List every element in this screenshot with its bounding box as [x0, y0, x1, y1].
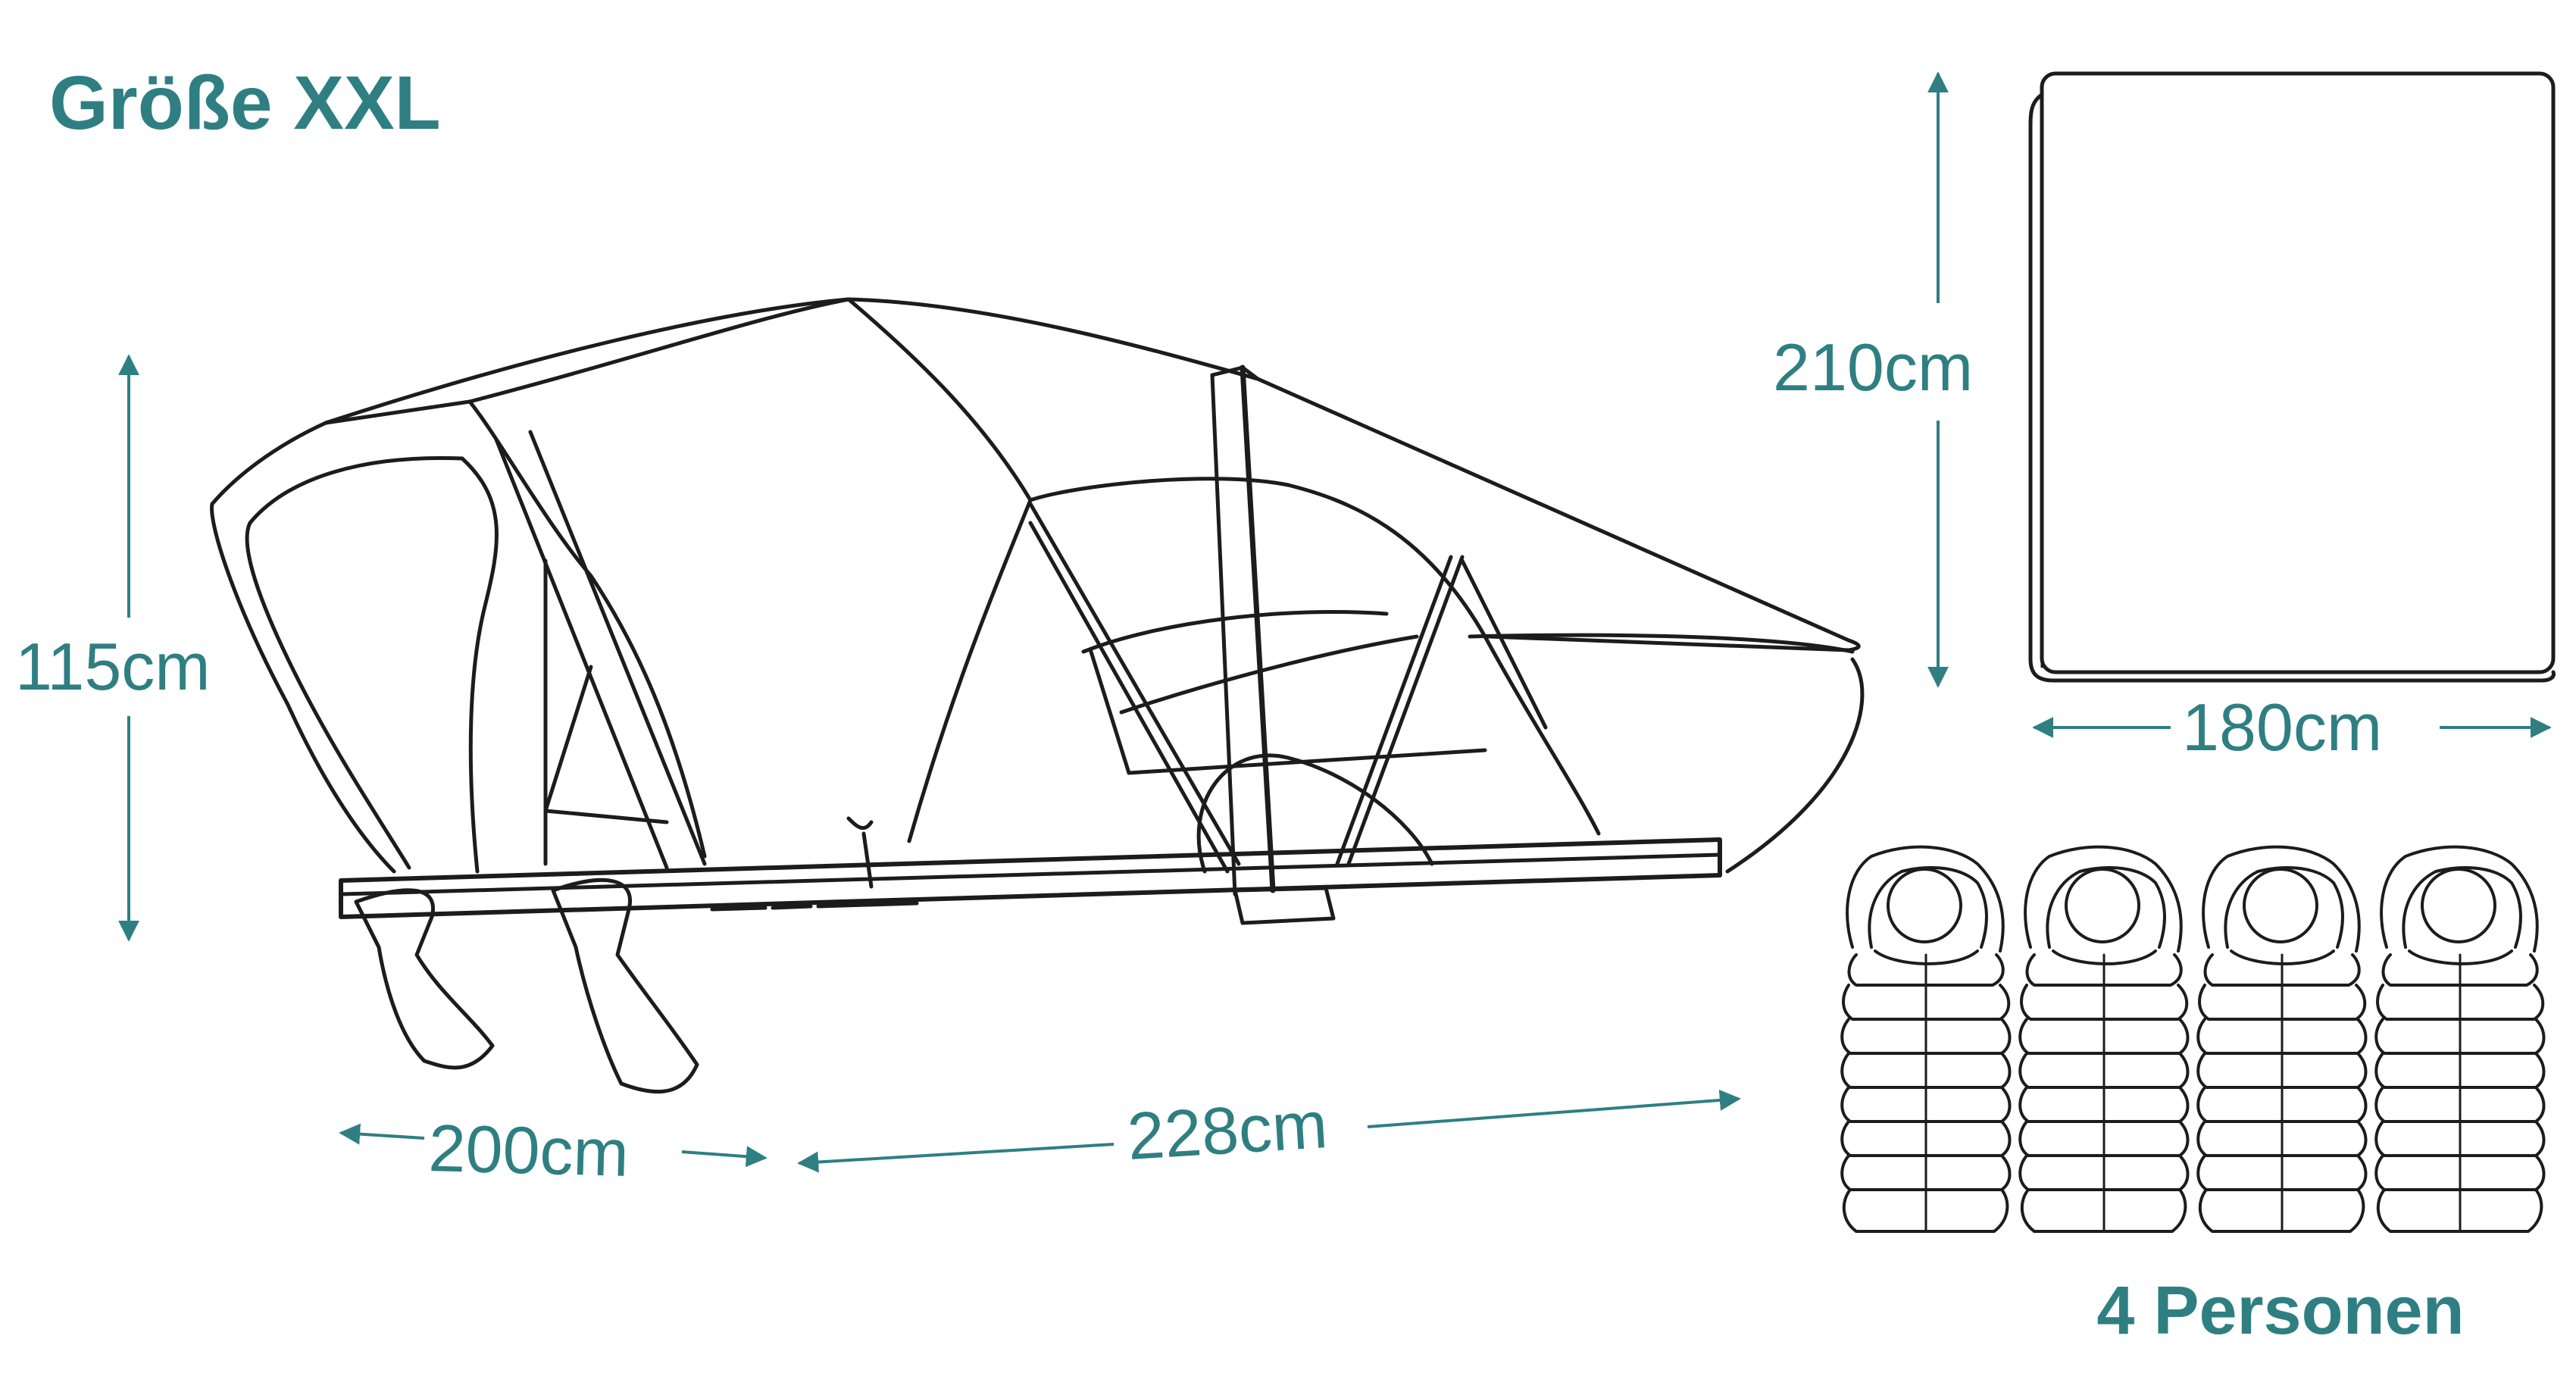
tent-height-label: 115cm: [15, 629, 211, 704]
mattress-length-label: 210cm: [1773, 330, 1973, 405]
rooftop-tent-illustration: [210, 297, 1865, 1094]
sleeping-bag-icon: [2018, 845, 2190, 1233]
mattress-width-label: 180cm: [2182, 690, 2382, 765]
tent-length-label: 228cm: [1125, 1087, 1330, 1174]
sleeping-bag-icon: [2196, 845, 2368, 1233]
sleeping-bags: [1840, 845, 2546, 1233]
page-title: Größe XXL: [49, 61, 441, 145]
tent-length-arrow: [797, 1089, 1741, 1173]
mattress-icon: [2028, 71, 2556, 683]
tent-width-label: 200cm: [428, 1110, 630, 1190]
capacity-label: 4 Personen: [2096, 1273, 2464, 1349]
sleeping-bag-icon: [1840, 845, 2012, 1233]
tent-width-arrow: [339, 1123, 767, 1168]
sleeping-bag-icon: [2374, 845, 2546, 1233]
